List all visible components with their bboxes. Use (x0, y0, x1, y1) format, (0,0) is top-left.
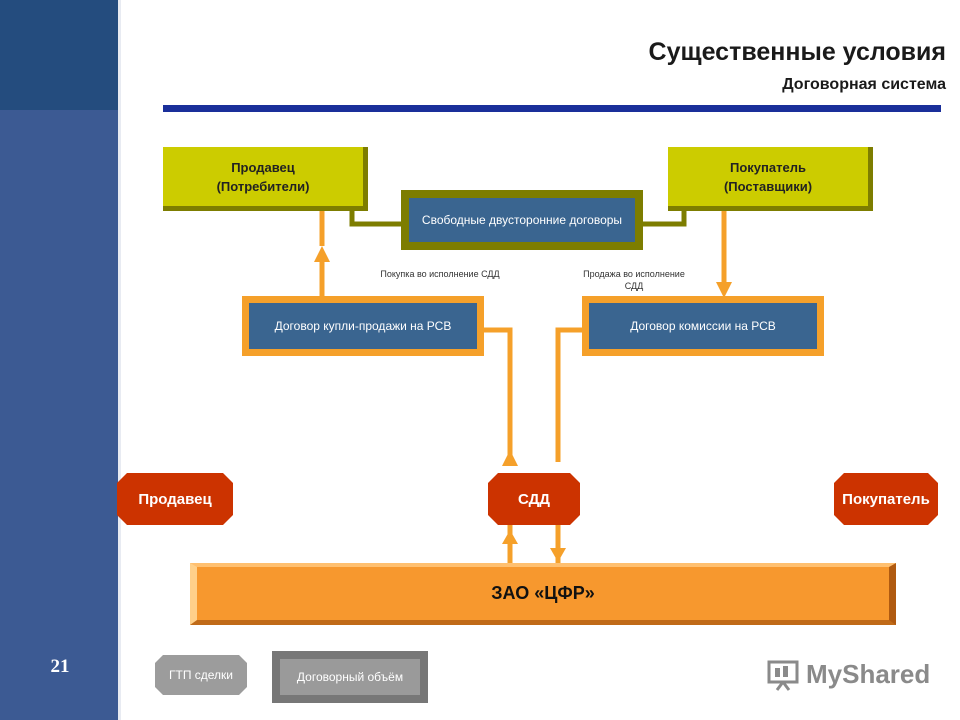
commission-contract-label: Договор комиссии на РСВ (589, 303, 817, 349)
sidebar-edge (118, 0, 121, 720)
contract-volume-button[interactable]: Договорный объём (272, 651, 428, 703)
arrowhead-down-commission (716, 282, 732, 298)
gtp-deals-button[interactable]: ГТП сделки (155, 655, 247, 695)
sidebar (0, 0, 118, 720)
logo-text: MyShared (806, 658, 931, 689)
slide-number: 21 (50, 656, 70, 677)
arrowhead-up-seller (314, 246, 330, 262)
presentation-icon (767, 660, 799, 691)
sidebar-top-block (0, 0, 118, 110)
link-buyer-free (643, 210, 687, 227)
slide-subtitle: Договорная система (782, 76, 946, 93)
buyer-box-line1: Покупатель (730, 159, 806, 175)
purchase-contract-label: Договор купли-продажи на РСВ (249, 303, 477, 349)
seller-consumers-box: Продавец (Потребители) (163, 147, 368, 211)
commission-contract-box: Договор комиссии на РСВ (582, 296, 824, 356)
arrowhead-down-cfr (550, 548, 566, 562)
buyer-tag: Покупатель (834, 473, 938, 525)
arrowhead-up-cfr (502, 530, 518, 544)
purchase-contract-box: Договор купли-продажи на РСВ (242, 296, 484, 356)
contract-volume-label: Договорный объём (280, 659, 420, 695)
free-contracts-label: Свободные двусторонние договоры (409, 198, 635, 242)
seller-box-line1: Продавец (231, 159, 295, 175)
note-sale: Продажа во исполнение СДД (583, 269, 685, 291)
seller-tag: Продавец (117, 473, 233, 525)
myshared-logo: MyShared (766, 656, 930, 692)
cfr-box: ЗАО «ЦФР» (190, 563, 896, 625)
link-purchase-sdd (484, 327, 513, 462)
arrowhead-up-sdd (502, 450, 518, 466)
title-rule (163, 105, 941, 112)
note-purchase: Покупка во исполнение СДД (380, 269, 500, 279)
link-seller-free (349, 210, 401, 227)
buyer-box-line2: (Поставщики) (723, 178, 813, 194)
free-contracts-box: Свободные двусторонние договоры (401, 190, 643, 250)
seller-box-line2: (Потребители) (216, 178, 310, 194)
buyer-suppliers-box: Покупатель (Поставщики) (668, 147, 873, 211)
sdd-tag: СДД (488, 473, 580, 525)
slide-title: Существенные условия (648, 38, 946, 66)
link-commission-sdd (555, 327, 584, 462)
